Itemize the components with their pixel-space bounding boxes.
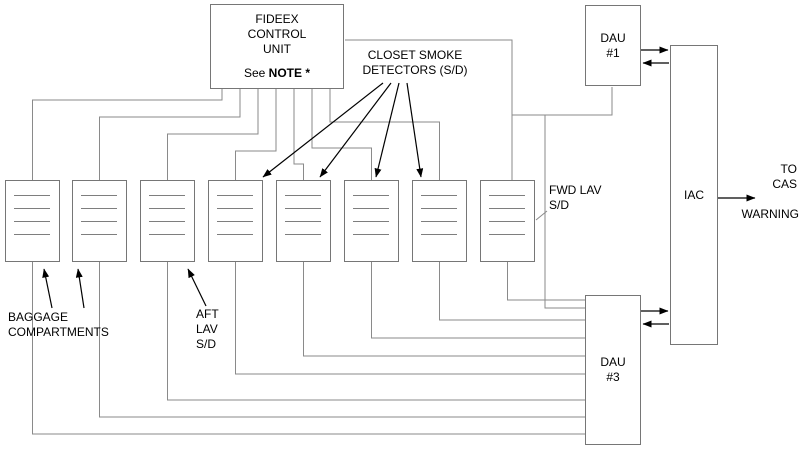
smoke-detector-box-5 xyxy=(276,180,331,262)
dau3-label-line: #3 xyxy=(606,370,620,384)
detector-text-line xyxy=(489,221,525,222)
detector-text-line xyxy=(149,234,185,235)
detector-text-line xyxy=(489,234,525,235)
aft-lav-label-line: AFT xyxy=(196,307,219,321)
aft-lav-sd-label: AFT LAV S/D xyxy=(196,307,219,352)
detector-text-line xyxy=(217,221,253,222)
fideex-title-line: CONTROL xyxy=(247,27,307,41)
fwd-lav-sd-label: FWD LAV S/D xyxy=(549,183,601,213)
detector-text-line xyxy=(489,208,525,209)
baggage-label-line: COMPARTMENTS xyxy=(8,325,109,339)
detector-text-line xyxy=(285,221,321,222)
detector-text-line xyxy=(81,195,117,196)
detector-text-line xyxy=(81,234,117,235)
detector-text-line xyxy=(81,221,117,222)
closet-label-line: DETECTORS (S/D) xyxy=(362,63,468,77)
dau3-box: DAU #3 xyxy=(585,295,641,445)
smoke-detector-box-7 xyxy=(412,180,467,262)
detector-text-line xyxy=(421,195,457,196)
detector-text-line xyxy=(14,208,50,209)
detector-text-line xyxy=(353,234,389,235)
smoke-detector-box-3 xyxy=(140,180,195,262)
detector-text-line xyxy=(353,208,389,209)
fideex-note-text: See xyxy=(243,66,269,80)
dau3-label-line: DAU xyxy=(600,355,626,369)
detector-text-line xyxy=(421,221,457,222)
detector-text-line xyxy=(14,221,50,222)
fideex-note: See NOTE * xyxy=(244,66,310,81)
bus-arrows xyxy=(641,46,756,328)
fideex-title-line: FIDEEX xyxy=(255,12,299,26)
closet-label-line: CLOSET SMOKE xyxy=(367,48,463,62)
detector-text-line xyxy=(149,195,185,196)
closet-smoke-detectors-label: CLOSET SMOKE DETECTORS (S/D) xyxy=(350,48,480,78)
cas-label-line: TO xyxy=(780,162,797,176)
cas-warning-label: WARNING xyxy=(741,207,799,222)
detector-text-line xyxy=(353,221,389,222)
fideex-note-bold: NOTE * xyxy=(268,66,311,80)
fwd-lav-label-line: S/D xyxy=(549,198,570,212)
label-pointer-arrows xyxy=(42,82,424,309)
baggage-label-line: BAGGAGE xyxy=(8,310,69,324)
smoke-detector-box-8 xyxy=(480,180,535,262)
detector-text-line xyxy=(217,208,253,209)
detector-text-line xyxy=(421,234,457,235)
detector-text-line xyxy=(285,234,321,235)
detector-text-line xyxy=(285,208,321,209)
aft-lav-label-line: LAV xyxy=(196,322,218,336)
iac-label: IAC xyxy=(683,187,704,202)
detector-to-dau3-lines xyxy=(32,210,585,435)
fideex-control-unit-box: FIDEEX CONTROL UNIT See NOTE * xyxy=(210,4,344,89)
baggage-compartments-label: BAGGAGE COMPARTMENTS xyxy=(8,310,109,340)
smoke-detector-box-1 xyxy=(5,180,60,262)
smoke-detector-box-4 xyxy=(208,180,263,262)
iac-box: IAC xyxy=(670,45,718,345)
detector-text-line xyxy=(217,195,253,196)
detector-text-line xyxy=(14,234,50,235)
aft-lav-label-line: S/D xyxy=(196,337,217,351)
cas-label-line: WARNING xyxy=(741,207,799,221)
detector-text-line xyxy=(149,208,185,209)
dau1-label-line: #1 xyxy=(606,45,620,60)
detector-text-line xyxy=(421,208,457,209)
detector-text-line xyxy=(14,195,50,196)
detector-text-line xyxy=(81,208,117,209)
smoke-detector-box-6 xyxy=(344,180,399,262)
fideex-title-line: UNIT xyxy=(263,42,291,56)
detector-text-line xyxy=(217,234,253,235)
cas-label-line: CAS xyxy=(772,177,797,191)
detector-text-line xyxy=(353,195,389,196)
dau1-box: DAU #1 xyxy=(585,5,641,86)
detector-text-line xyxy=(149,221,185,222)
detector-text-line xyxy=(285,195,321,196)
cas-to-label: TO CAS xyxy=(772,162,797,192)
dau1-label-line: DAU xyxy=(600,30,626,45)
detector-text-line xyxy=(489,195,525,196)
fwd-lav-label-line: FWD LAV xyxy=(549,183,602,197)
smoke-detector-box-2 xyxy=(72,180,127,262)
